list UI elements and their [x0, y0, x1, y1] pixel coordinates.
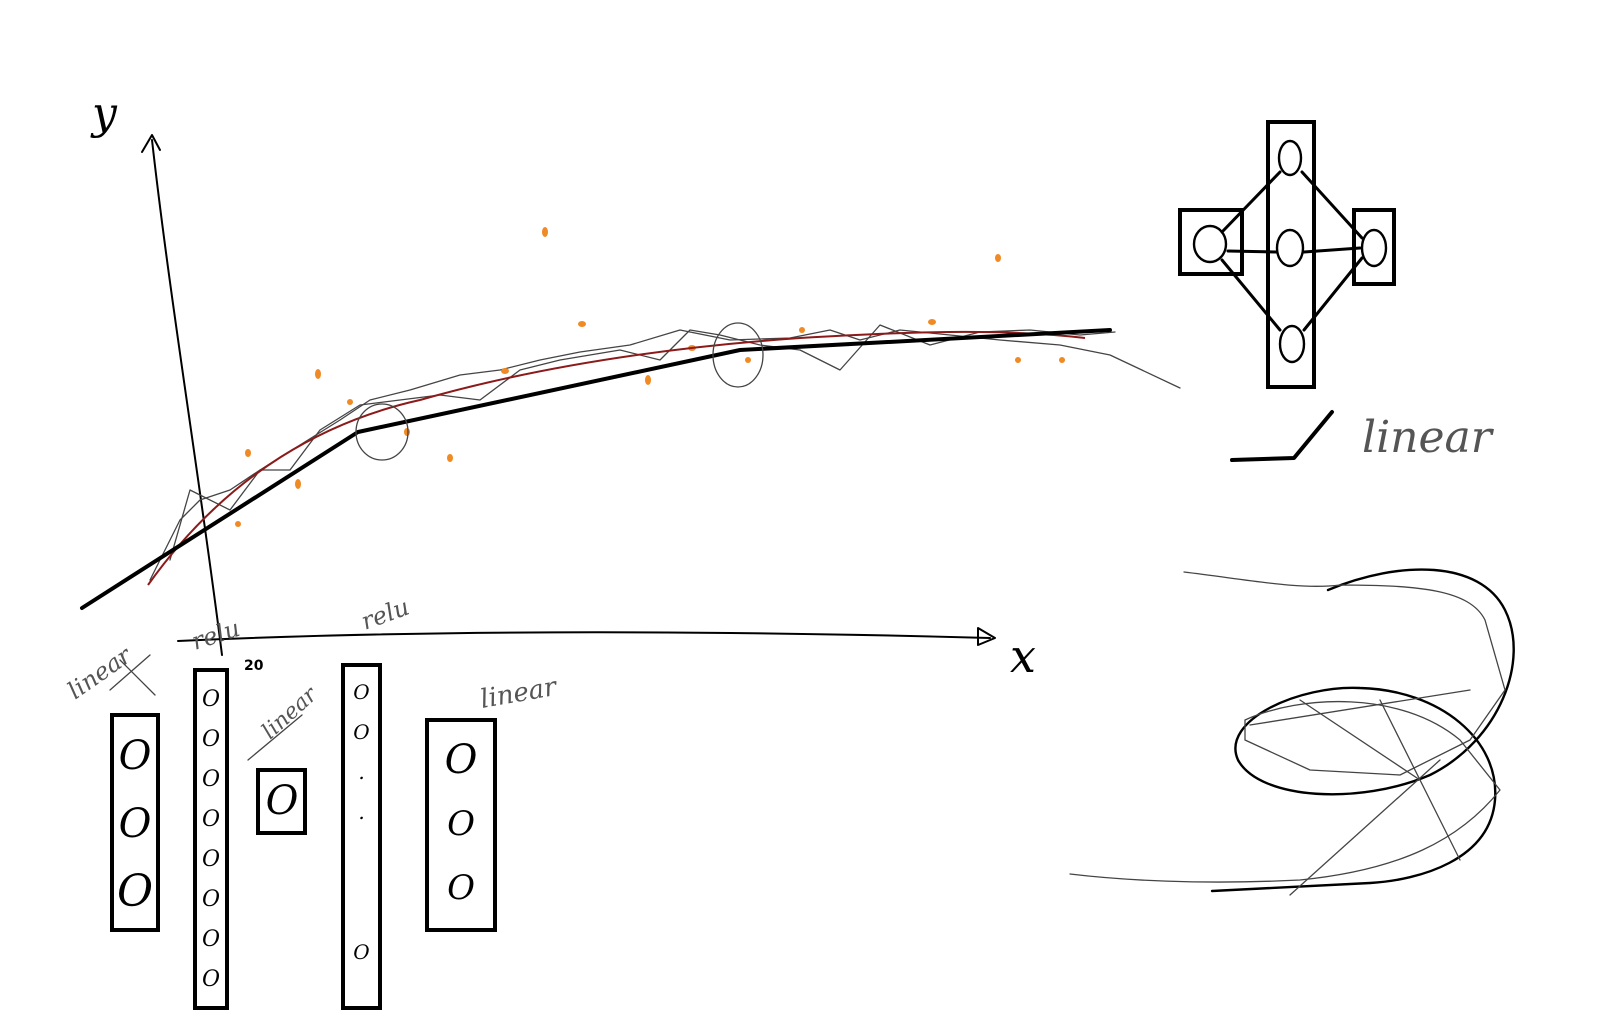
data-point: [578, 321, 586, 327]
smooth-fit-curve: [147, 330, 1086, 586]
network-edges: [1220, 170, 1364, 332]
data-point: [799, 327, 805, 333]
ellipsis-dot: .: [358, 800, 365, 824]
col2-neurons: O O O O O O O O: [197, 680, 225, 1000]
data-point: [645, 375, 651, 385]
data-point: [501, 368, 509, 374]
small-network: [1178, 120, 1396, 389]
network-col-5: [425, 718, 497, 932]
kink-circle: [355, 403, 409, 461]
neuron-label: O: [265, 778, 299, 824]
data-point: [447, 454, 453, 462]
y-axis: [141, 134, 223, 656]
label-network-linear-a: linear: [257, 681, 323, 744]
data-point: [542, 227, 548, 237]
y-axis-label: y: [90, 88, 118, 139]
col1-neurons: O O O: [116, 722, 154, 926]
neuron-label: O: [353, 680, 370, 704]
data-point: [235, 521, 241, 527]
label-relu-2: relu: [357, 593, 412, 636]
data-point: [745, 357, 751, 363]
x-axis-label: x: [1010, 629, 1036, 683]
neuron-label: O: [201, 687, 221, 712]
neuron-label: O: [118, 801, 152, 847]
col4-neurons: O O . . O: [345, 672, 378, 972]
data-point: [404, 428, 410, 436]
neuron-label: O: [116, 866, 154, 917]
data-point: [928, 319, 936, 325]
output-neuron: [1360, 228, 1388, 268]
small-network-activation-label: linear: [1362, 412, 1495, 463]
hidden-neuron: [1278, 324, 1306, 364]
input-box: [1178, 208, 1244, 276]
data-point: [995, 254, 1001, 262]
x-axis: [177, 627, 996, 646]
data-point: [245, 449, 251, 457]
cross-out-mark: [109, 654, 156, 696]
col5-neurons: O O O: [432, 728, 490, 920]
network-col-3: [256, 768, 307, 835]
neuron-label: O: [201, 767, 221, 792]
neuron-label: O: [444, 737, 478, 783]
data-point: [347, 399, 353, 405]
neuron-label: O: [201, 847, 221, 872]
piecewise-linear-fit: [80, 328, 1112, 610]
neuron-label: O: [353, 720, 370, 744]
underline-mark: [247, 714, 303, 761]
neuron-label: O: [201, 807, 221, 832]
relu-glyph: [1230, 410, 1334, 462]
label-relu-1: relu: [188, 614, 243, 656]
data-point: [295, 479, 301, 489]
neuron-label: O: [201, 927, 221, 952]
neuron-label: O: [201, 887, 221, 912]
label-network-linear-b: linear: [478, 672, 560, 715]
kink-circle: [712, 322, 764, 388]
network-col-1: [110, 713, 160, 932]
network-col-2: [193, 668, 229, 1010]
ellipsis-dot: .: [358, 760, 365, 784]
data-point: [1015, 357, 1021, 363]
data-points: [235, 227, 1065, 527]
neuron-label: O: [353, 940, 370, 964]
data-point: [315, 369, 321, 379]
neuron-label: O: [447, 804, 475, 844]
col3-neurons: O: [262, 775, 302, 827]
neuron-label: O: [447, 868, 475, 908]
neuron-label: O: [201, 727, 221, 752]
neuron-label: O: [118, 733, 152, 779]
neuron-label: O: [201, 967, 221, 992]
x-tick-label: 20: [244, 658, 264, 674]
input-neuron: [1192, 224, 1228, 264]
hidden-box: [1266, 120, 1316, 389]
network-col-4: [341, 663, 382, 1010]
label-linear-segment: linear: [62, 640, 137, 704]
hidden-neuron: [1275, 228, 1305, 268]
hidden-neuron: [1277, 139, 1303, 177]
noisy-pencil-curves: [149, 324, 1181, 581]
spiral-sketch: [1069, 568, 1515, 896]
data-point: [1059, 357, 1065, 363]
